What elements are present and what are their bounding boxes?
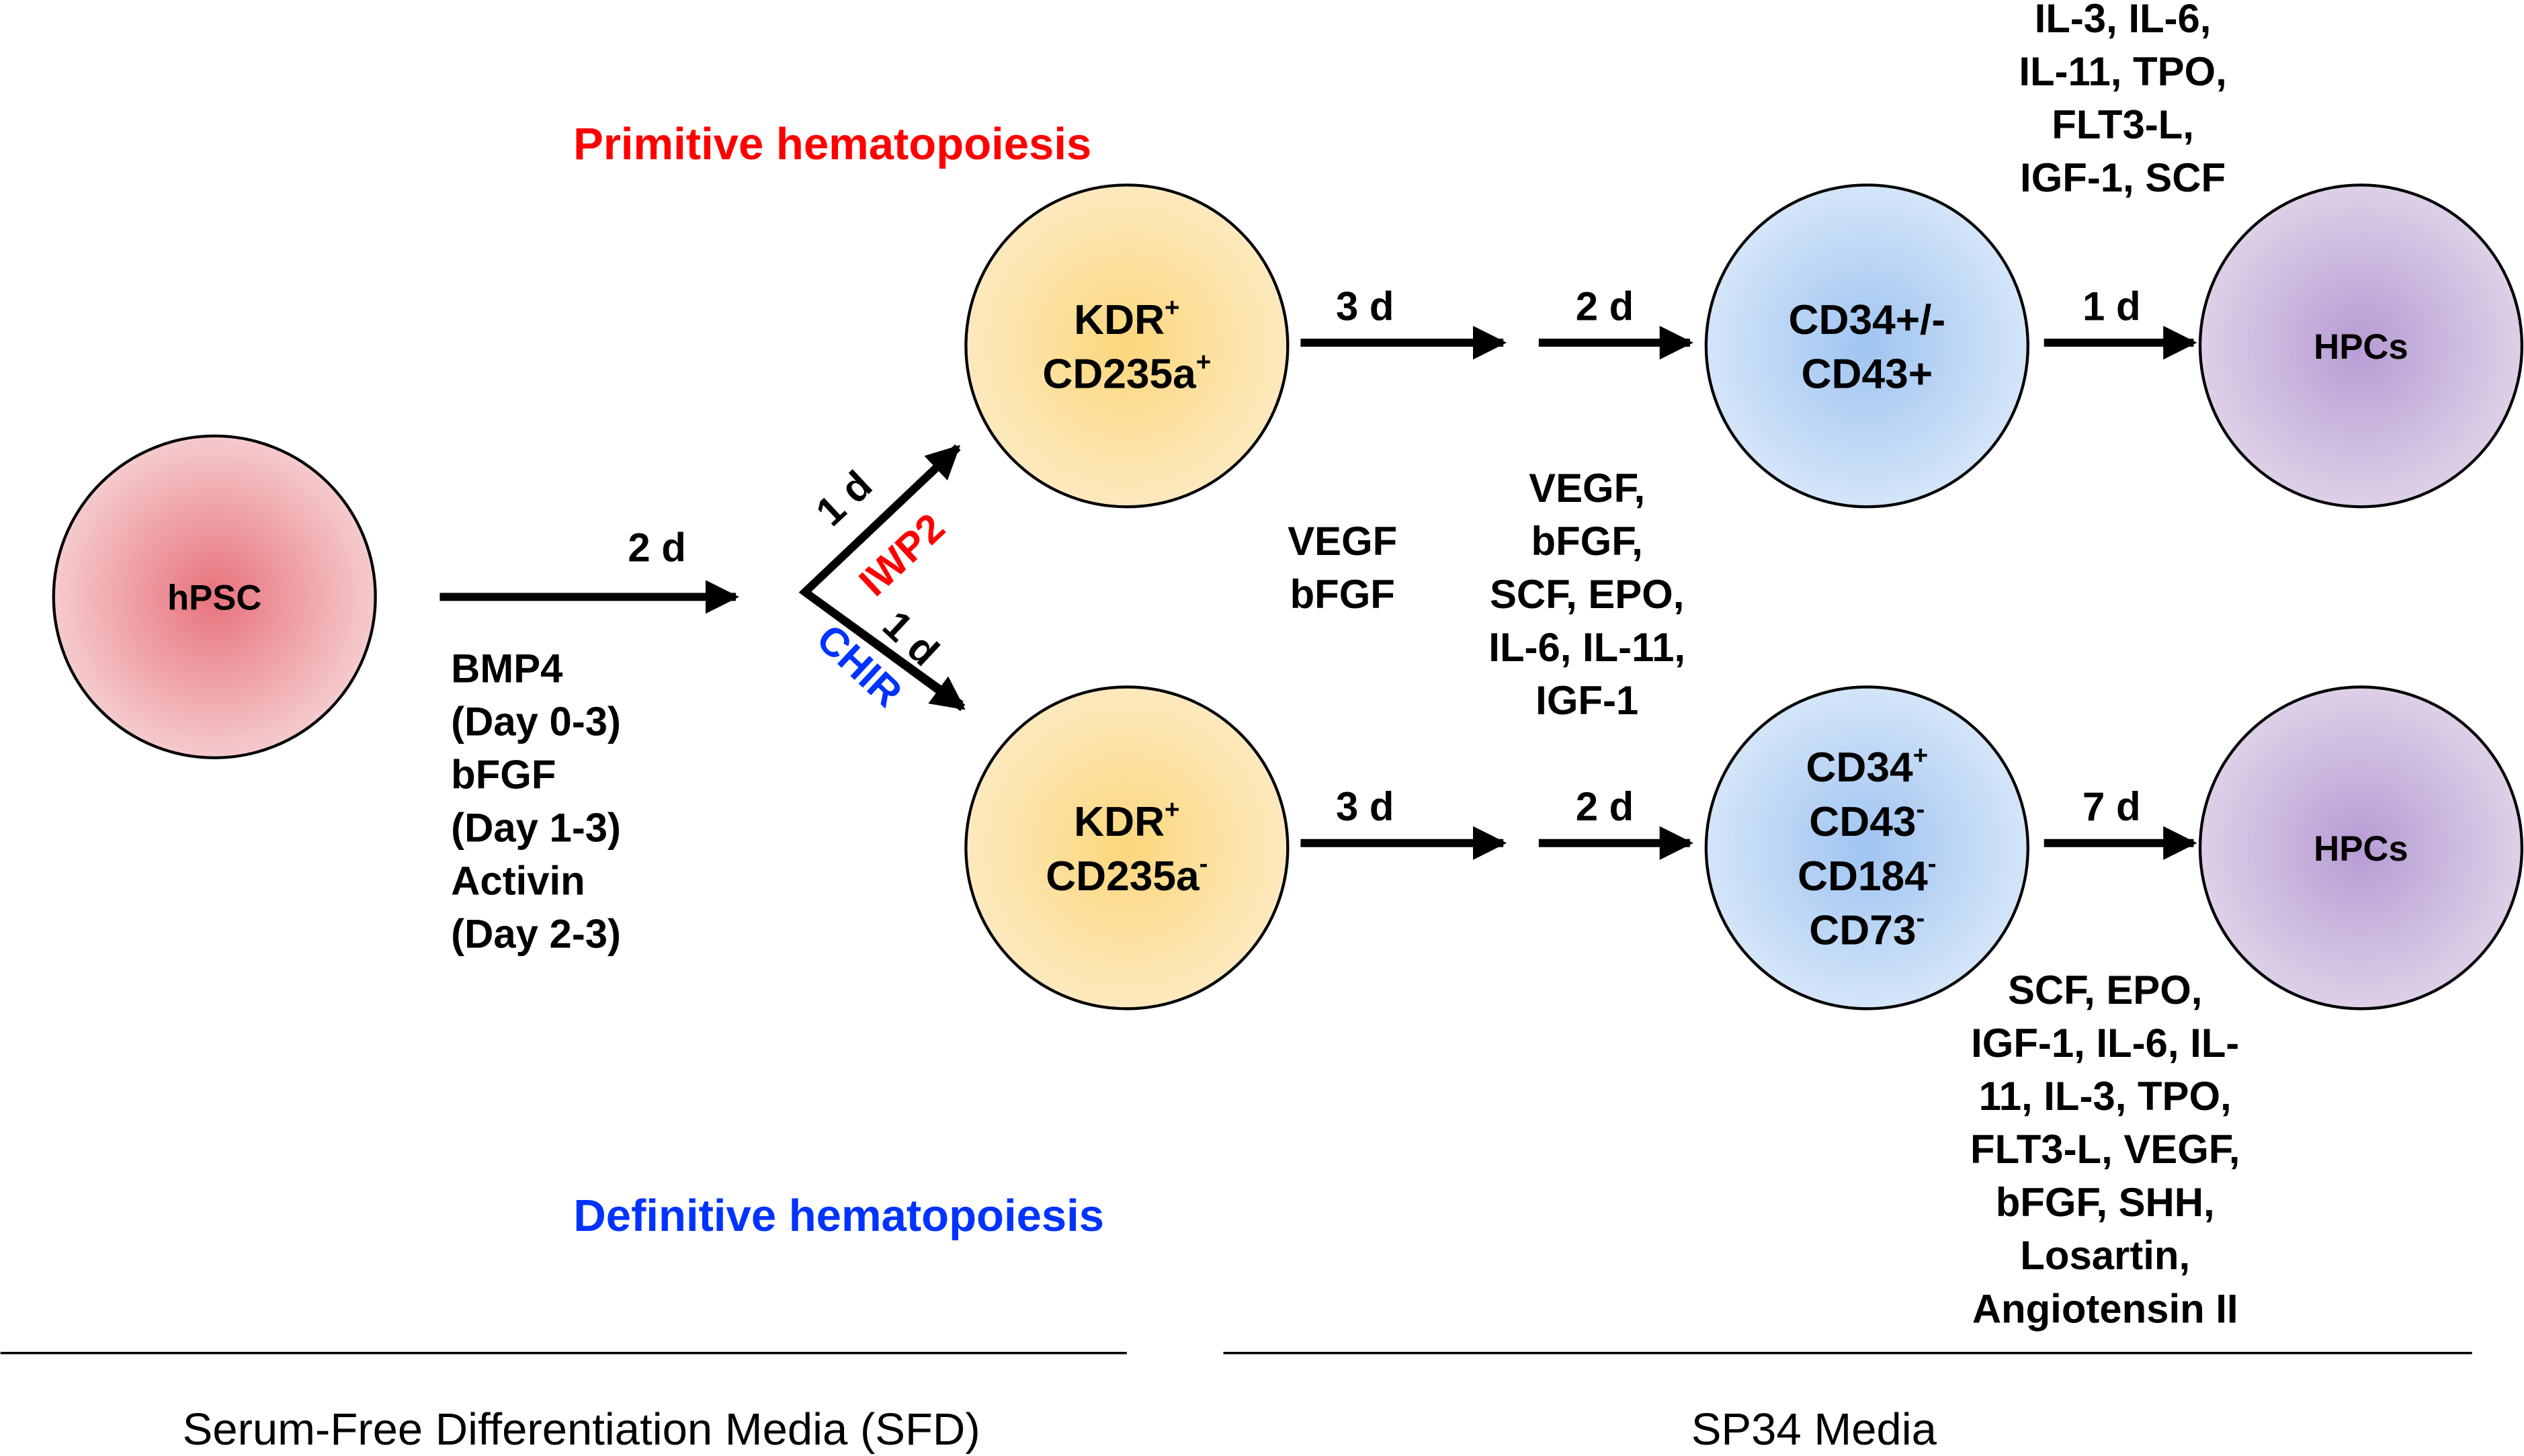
duration-label: 3 d	[1336, 784, 1394, 829]
cell-circle	[2198, 183, 2524, 509]
marker-name: hPSC	[167, 578, 261, 617]
marker-sign: -	[1928, 850, 1937, 879]
duration-label: 7 d	[2083, 784, 2141, 829]
definitive-final-factor-list: SCF, EPO, IGF-1, IL-6, IL- 11, IL-3, TPO, F…	[1970, 968, 2240, 1331]
arrow-branch-down	[802, 589, 966, 712]
primitive-title: Primitive hematopoiesis	[573, 119, 1091, 169]
duration-label: 2 d	[1576, 284, 1634, 329]
factor-line: IGF-1	[1536, 678, 1638, 723]
factor-line: IL-6, IL-11,	[1488, 625, 1685, 670]
factor-line: BMP4	[451, 646, 562, 691]
marker-name: HPCs	[2314, 829, 2408, 869]
cell-circle	[964, 183, 1290, 509]
marker-name: CD43	[1809, 799, 1916, 845]
kdr-pos-cd235a-pos-cell: KDR+CD235a+	[964, 183, 1290, 509]
cell-circle	[2198, 685, 2524, 1011]
factor-line: bFGF,	[1531, 519, 1643, 564]
factor-line: VEGF,	[1529, 466, 1645, 511]
cd34-cd43-cd184-cd73-cell: CD34+CD43-CD184-CD73-	[1704, 685, 2029, 1011]
marker-name: KDR	[1074, 297, 1165, 343]
duration-label: 2 d	[1576, 784, 1634, 829]
factor-line: SCF, EPO,	[2008, 968, 2202, 1013]
cell-label-line: CD34+	[1806, 741, 1928, 791]
kdr-pos-cd235a-neg-cell: KDR+ CD235a-	[964, 685, 1290, 1011]
cell-circle	[52, 434, 377, 759]
primitive-final-factor-list: IL-3, IL-6, IL-11, TPO, FLT3-L, IGF-1, SCF	[2019, 0, 2226, 200]
cd34-cd43-primitive-cell: CD34+/- CD43+	[1704, 183, 2029, 509]
cell-label-line: CD43-	[1809, 796, 1925, 845]
factor-line: Activin	[451, 858, 585, 903]
duration-label: 2 d	[628, 525, 686, 570]
cell-label-line: CD43+	[1802, 351, 1933, 398]
cell-label-line: CD235a-	[1046, 850, 1208, 900]
duration-label: 3 d	[1336, 284, 1394, 329]
factor-line: FLT3-L, VEGF,	[1970, 1127, 2240, 1172]
factor-line: Losartin,	[2020, 1233, 2190, 1278]
sp34-media-label: SP34 Media	[1691, 1404, 1937, 1455]
factor-line: (Day 1-3)	[451, 805, 621, 850]
factor-line: IGF-1, SCF	[2020, 155, 2226, 200]
factor-line: bFGF, SHH,	[1996, 1180, 2215, 1225]
factor-line: IGF-1, IL-6, IL-	[1971, 1021, 2239, 1066]
cell-label-line: KDR+	[1074, 796, 1179, 845]
factor-line: FLT3-L,	[2052, 102, 2194, 147]
cell-label-line: HPCs	[2314, 327, 2408, 367]
cell-label-line: hPSC	[167, 578, 261, 617]
factor-line: IL-3, IL-6,	[2035, 0, 2212, 41]
marker-sign: -	[1916, 904, 1925, 933]
cell-label-line: CD235a+	[1042, 348, 1211, 398]
factor-line: bFGF	[451, 752, 556, 797]
marker-sign: +	[1165, 294, 1180, 323]
marker-sign: +	[1196, 348, 1212, 377]
arrow-branch-up	[802, 444, 961, 595]
cell-label-line: CD34+/-	[1789, 297, 1946, 343]
stage2-factor-list: VEGF bFGF	[1288, 519, 1397, 617]
factor-line: (Day 0-3)	[451, 699, 621, 744]
sfd-media-label: Serum-Free Differentiation Media (SFD)	[183, 1404, 980, 1455]
factor-line: bFGF	[1290, 572, 1395, 617]
duration-label: 1 d	[807, 462, 880, 535]
factor-line: 11, IL-3, TPO,	[1979, 1074, 2232, 1119]
cell-label-line: HPCs	[2314, 829, 2408, 869]
cell-label-line: CD73-	[1809, 904, 1925, 954]
marker-sign: +	[1913, 741, 1929, 770]
factor-line: Angiotensin II	[1972, 1286, 2238, 1331]
definitive-title: Definitive hematopoiesis	[573, 1191, 1104, 1241]
marker-name: CD235a	[1042, 351, 1197, 398]
cell-label-line: CD184-	[1798, 850, 1937, 900]
marker-name: CD235a	[1046, 853, 1200, 900]
hpsc-cell: hPSC	[52, 434, 377, 759]
marker-sign: -	[1200, 850, 1208, 879]
marker-name: CD34+/-	[1789, 297, 1946, 343]
factor-line: SCF, EPO,	[1490, 572, 1684, 617]
cell-circle	[1704, 685, 2029, 1011]
sfd-factor-list: BMP4 (Day 0-3) bFGF (Day 1-3) Activin (Day 2-…	[451, 646, 621, 956]
marker-name: CD43+	[1802, 351, 1933, 398]
marker-name: CD34	[1806, 744, 1913, 791]
marker-name: HPCs	[2314, 327, 2408, 367]
cell-circle	[1704, 183, 2029, 509]
factor-line: (Day 2-3)	[451, 911, 621, 956]
factor-line: IL-11, TPO,	[2019, 49, 2226, 94]
stage3-factor-list: VEGF, bFGF, SCF, EPO, IL-6, IL-11, IGF-1	[1488, 466, 1685, 723]
marker-sign: +	[1165, 796, 1180, 824]
hpc-definitive-cell: HPCs	[2198, 685, 2524, 1011]
marker-name: KDR	[1074, 799, 1165, 845]
marker-name: CD73	[1809, 908, 1916, 954]
factor-line: VEGF	[1288, 519, 1397, 564]
marker-name: CD184	[1798, 853, 1928, 900]
cell-circle	[964, 685, 1290, 1011]
iwp2-label: IWP2	[851, 505, 954, 605]
duration-label: 1 d	[2083, 284, 2141, 329]
cell-label-line: KDR+	[1074, 294, 1179, 343]
marker-sign: -	[1916, 796, 1925, 824]
hpc-primitive-cell: HPCs	[2198, 183, 2524, 509]
arrows	[439, 325, 2197, 860]
